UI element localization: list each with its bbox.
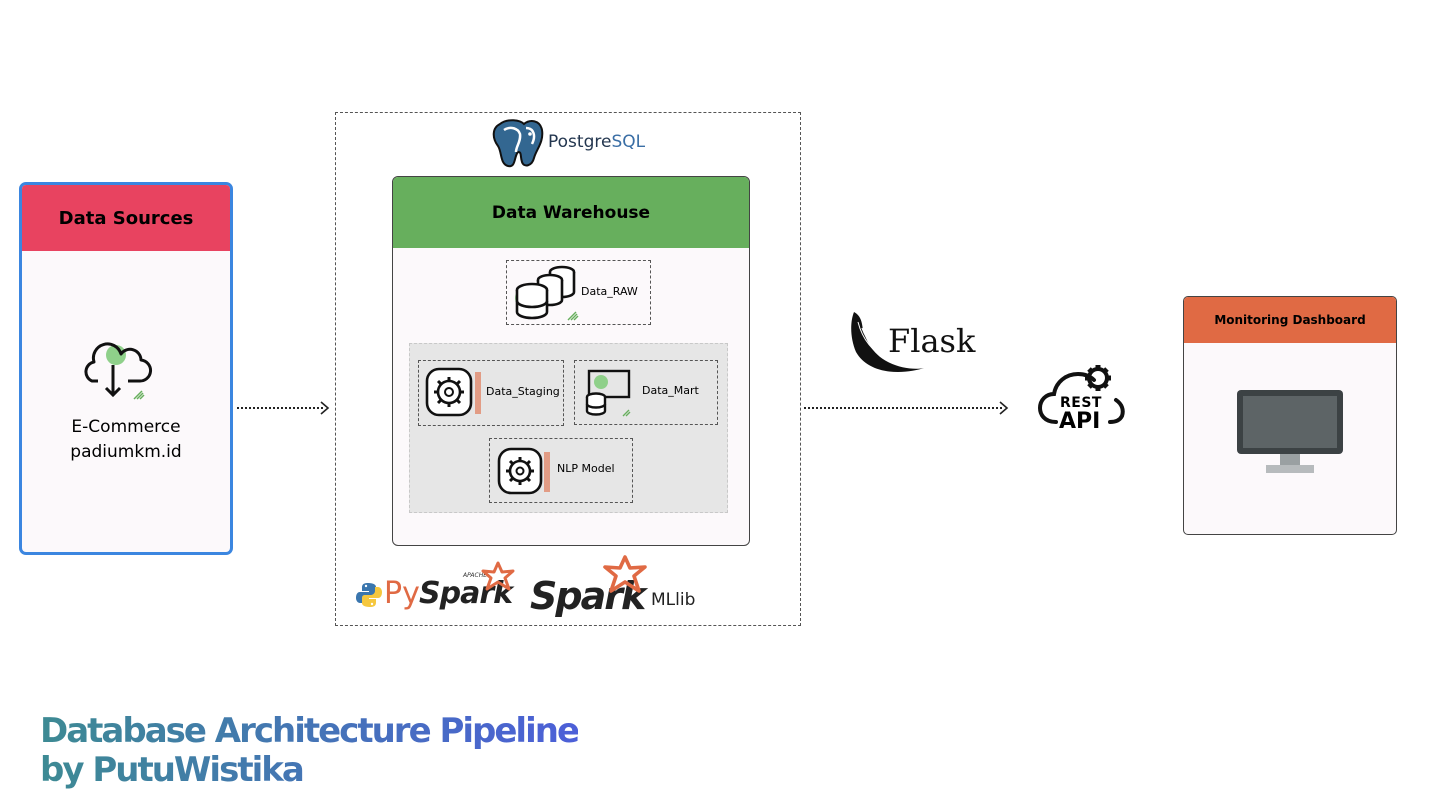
monitor-database-icon	[585, 369, 631, 417]
gear-processor-icon	[425, 367, 481, 417]
postgres-logo-text: PostgreSQL	[548, 132, 645, 152]
node-nlp-model-label: NLP Model	[557, 462, 615, 475]
diagram-title: Database Architecture Pipeline by PutuWi…	[40, 712, 578, 790]
node-data-mart-label: Data_Mart	[642, 384, 699, 397]
monitoring-dashboard-title: Monitoring Dashboard	[1184, 297, 1396, 343]
rest-api-cloud-icon	[1037, 365, 1125, 424]
arrow-head-icon	[320, 401, 330, 415]
spark-star-icon-small	[481, 561, 515, 591]
data-sources-title: Data Sources	[22, 185, 230, 251]
node-data-mart	[574, 360, 718, 425]
cloud-download-icon	[84, 342, 153, 400]
arrow-sources-to-warehouse	[237, 407, 323, 409]
node-data-raw-label: Data_RAW	[581, 285, 638, 298]
arrow-head-icon	[999, 401, 1009, 415]
source-name: E-Commerce	[71, 417, 181, 437]
postgres-brand-prefix: Postgre	[548, 132, 612, 152]
database-stack-icon	[515, 265, 579, 321]
api-label: API	[1059, 409, 1101, 434]
data-sources-card: Data Sources E-Commerce padiumkm.id	[19, 182, 233, 555]
node-data-raw	[506, 260, 651, 325]
node-nlp-model	[489, 438, 633, 503]
spark-star-icon-large	[603, 555, 647, 593]
postgres-elephant-icon	[492, 119, 544, 168]
apache-label: APACHE	[463, 572, 488, 579]
monitor-icon	[1237, 390, 1343, 473]
flask-logo-text: Flask	[888, 322, 976, 360]
postgres-region	[335, 112, 801, 626]
postgres-brand-suffix: SQL	[611, 132, 646, 152]
source-url: padiumkm.id	[70, 442, 182, 462]
gear-model-icon	[497, 447, 550, 495]
data-warehouse-title: Data Warehouse	[393, 177, 749, 248]
diagram-title-line1: Database Architecture Pipeline	[40, 711, 579, 751]
diagram-title-line2: by PutuWistika	[40, 750, 303, 790]
pyspark-py-text: Py	[384, 576, 420, 611]
node-data-staging	[418, 360, 564, 426]
node-data-staging-label: Data_Staging	[486, 385, 560, 398]
python-logo-icon	[356, 583, 382, 607]
rest-label: REST	[1060, 395, 1102, 411]
arrow-warehouse-to-api	[804, 407, 1002, 409]
mllib-text: MLlib	[651, 590, 696, 610]
flask-horn-icon	[851, 312, 924, 372]
